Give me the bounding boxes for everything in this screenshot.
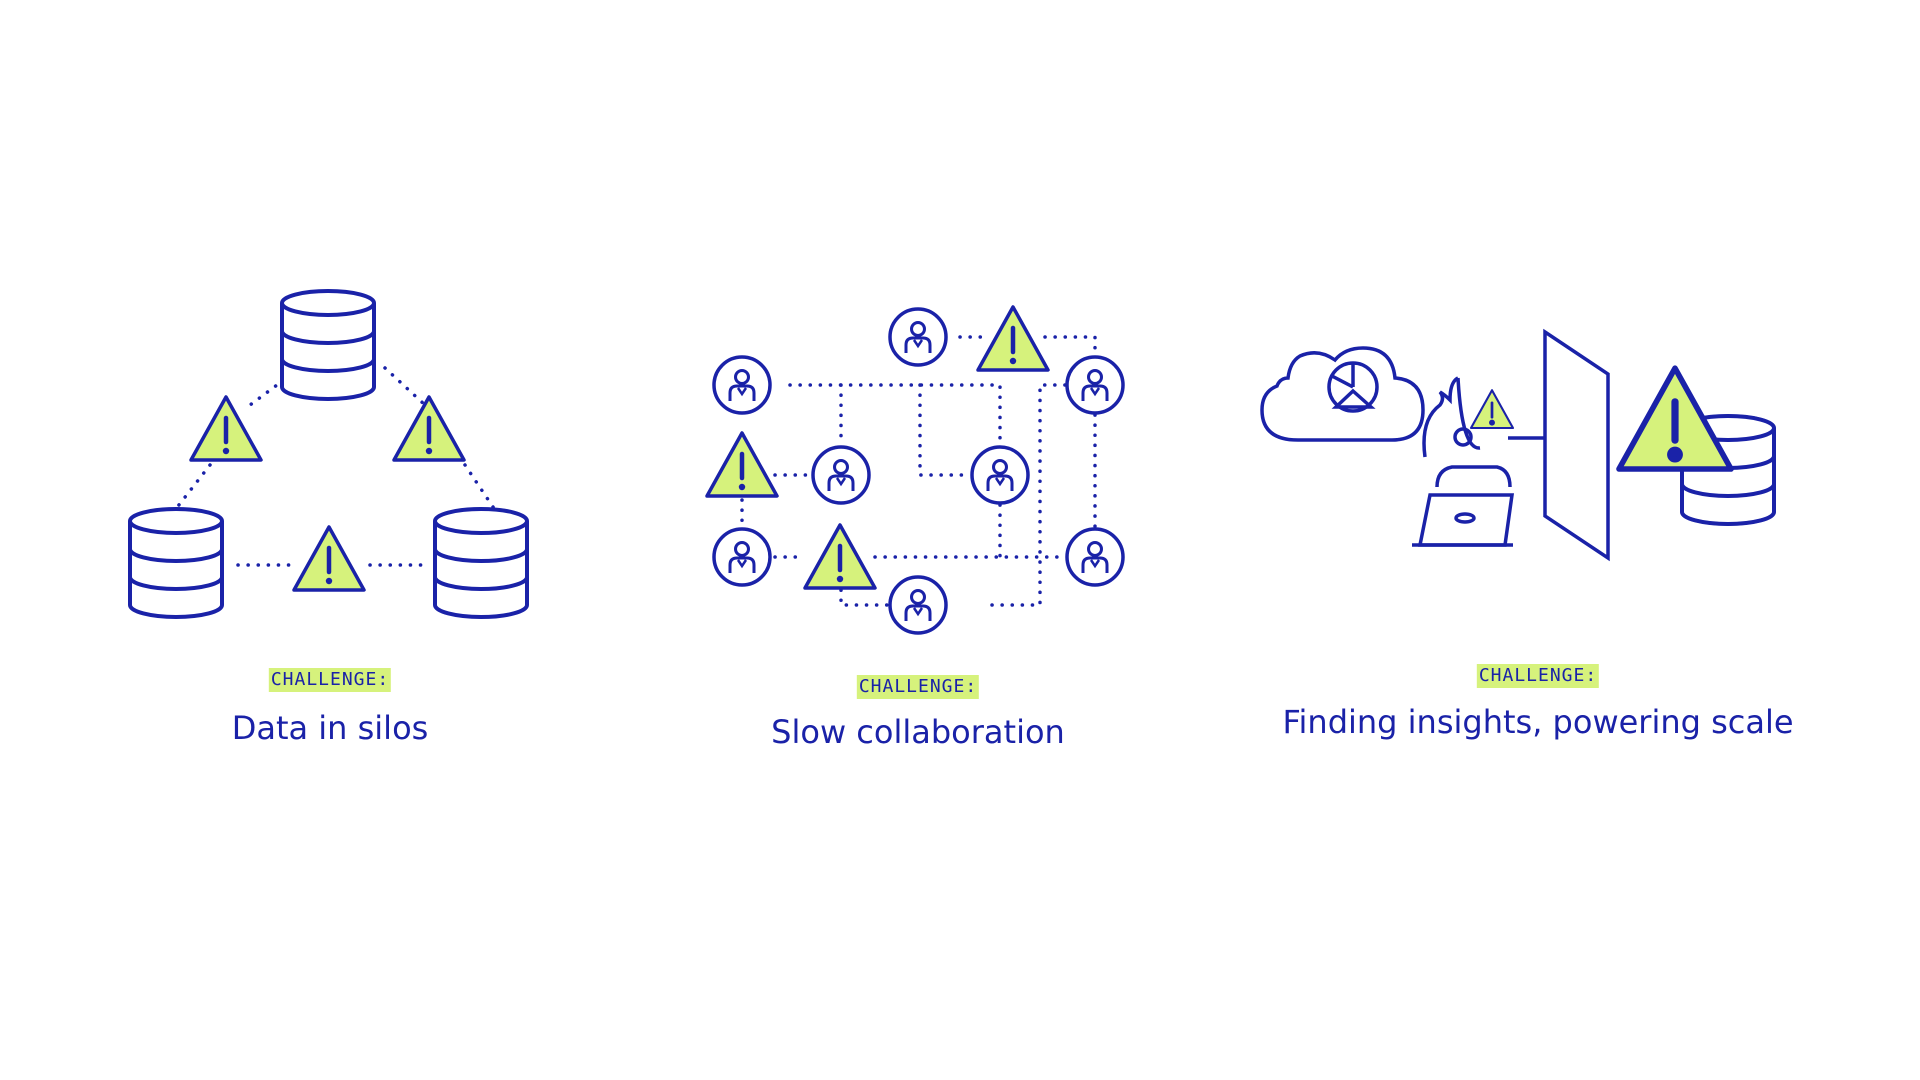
wall-icon	[1543, 328, 1610, 562]
warning-icon	[1469, 388, 1515, 430]
connector-line	[383, 366, 427, 407]
user-icon	[888, 575, 948, 635]
panel-title: Finding insights, powering scale	[1282, 703, 1794, 741]
user-icon	[970, 445, 1030, 505]
user-icon	[811, 445, 871, 505]
database-icon	[128, 507, 224, 619]
connector-line	[788, 383, 1002, 502]
database-icon	[433, 507, 529, 619]
person-laptop-icon	[1412, 376, 1515, 547]
connector-line	[173, 463, 212, 512]
user-icon	[712, 527, 772, 587]
warning-icon	[394, 397, 464, 460]
user-icon	[1065, 355, 1125, 415]
connector-line	[1043, 335, 1097, 362]
challenge-badge: CHALLENGE:	[856, 675, 980, 699]
panel-title: Data in silos	[231, 709, 429, 747]
connector-line	[918, 383, 972, 477]
connector-line	[983, 383, 1067, 607]
database-icon	[280, 289, 376, 401]
connector-line	[463, 463, 497, 512]
warning-icon	[707, 433, 777, 496]
finding-insights-diagram	[1260, 328, 1776, 562]
challenge-badge: CHALLENGE:	[1476, 664, 1600, 688]
data-in-silos-diagram	[128, 289, 529, 619]
pie-chart-icon	[1327, 361, 1379, 413]
panel-title: Slow collaboration	[771, 713, 1065, 751]
user-icon	[1065, 527, 1125, 587]
challenge-badge: CHALLENGE:	[268, 668, 392, 692]
warning-icon	[294, 527, 364, 590]
warning-icon	[805, 525, 875, 588]
slow-collaboration-diagram	[707, 307, 1125, 635]
user-icon	[712, 355, 772, 415]
warning-icon	[191, 397, 261, 460]
warning-icon	[978, 307, 1048, 370]
user-icon	[888, 307, 948, 367]
